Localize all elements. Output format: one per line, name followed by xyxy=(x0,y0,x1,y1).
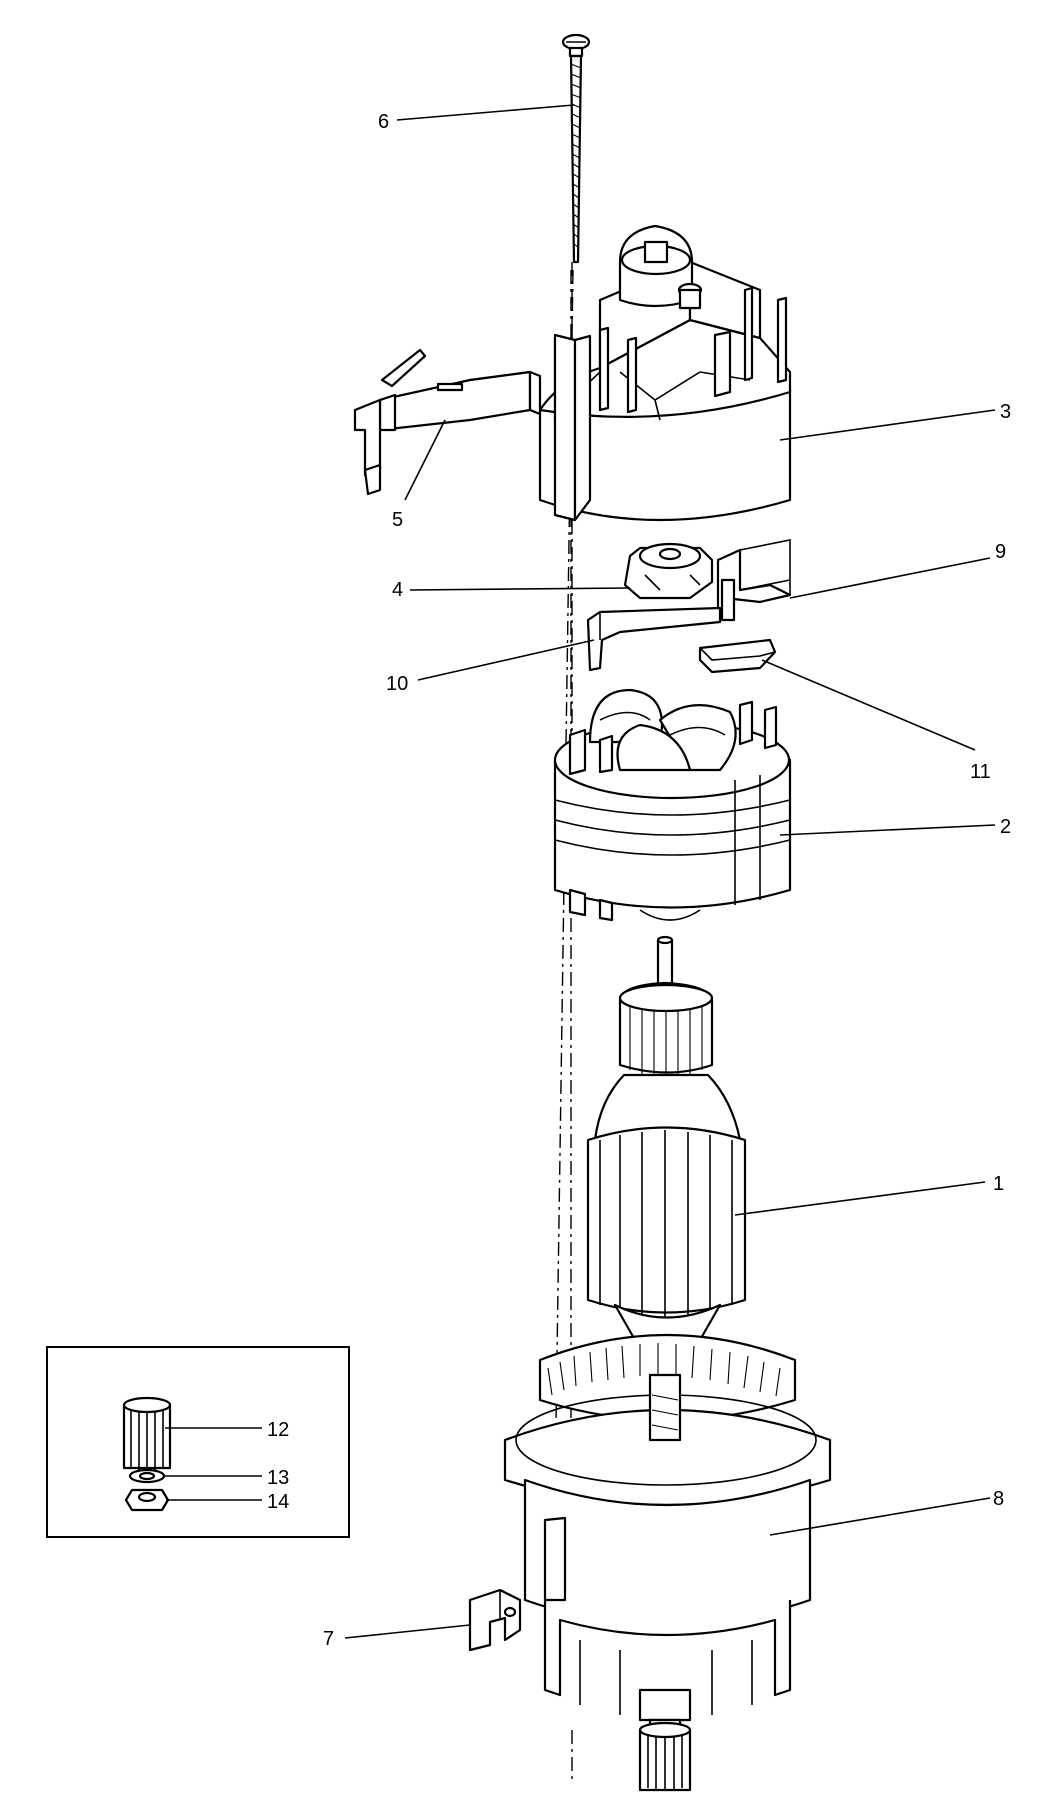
leader-line-6 xyxy=(396,104,575,121)
clamp-part xyxy=(468,1588,522,1652)
callout-leaders xyxy=(164,104,996,1639)
pinion-gear-part xyxy=(122,1396,172,1470)
washer-part xyxy=(128,1468,166,1484)
callout-11: 11 xyxy=(970,761,991,783)
leader-line-4 xyxy=(409,587,631,591)
callout-7: 7 xyxy=(323,1628,334,1650)
callout-10: 10 xyxy=(386,673,408,695)
leader-line-2 xyxy=(779,824,996,836)
callout-labels: 6 3 5 4 9 10 11 2 1 8 7 12 13 14 xyxy=(267,111,1011,1650)
clip-part xyxy=(698,638,777,674)
callout-12: 12 xyxy=(267,1419,289,1441)
gear-housing-part xyxy=(503,1333,832,1732)
leader-line-10 xyxy=(417,639,595,681)
leader-line-9 xyxy=(789,557,991,599)
leader-line-1 xyxy=(734,1181,986,1216)
leader-line-8 xyxy=(769,1497,991,1536)
callout-3: 3 xyxy=(1000,401,1011,423)
carbon-brush-part xyxy=(353,348,542,496)
leader-line-3 xyxy=(779,409,996,441)
leader-line-5 xyxy=(404,419,446,501)
callout-14: 14 xyxy=(267,1491,289,1513)
stator-field-part xyxy=(553,688,792,922)
long-screw-part xyxy=(561,33,591,264)
callout-9: 9 xyxy=(995,541,1006,563)
callout-6: 6 xyxy=(378,111,389,133)
nut-part xyxy=(124,1488,170,1512)
wire-bracket-part xyxy=(716,539,792,622)
callout-4: 4 xyxy=(392,579,403,601)
inset-spare-parts-box xyxy=(46,1346,350,1538)
leader-line-7 xyxy=(344,1624,471,1639)
callout-1: 1 xyxy=(993,1173,1004,1195)
callout-13: 13 xyxy=(267,1467,289,1489)
callout-8: 8 xyxy=(993,1488,1004,1510)
callout-2: 2 xyxy=(1000,816,1011,838)
leader-line-11 xyxy=(761,659,976,751)
output-pinion-part xyxy=(638,1721,692,1792)
brush-holder-housing-part xyxy=(538,224,792,522)
coupling-part xyxy=(623,542,714,600)
contact-strip-part xyxy=(586,606,722,672)
armature-part xyxy=(586,935,747,1349)
callout-5: 5 xyxy=(392,509,403,531)
